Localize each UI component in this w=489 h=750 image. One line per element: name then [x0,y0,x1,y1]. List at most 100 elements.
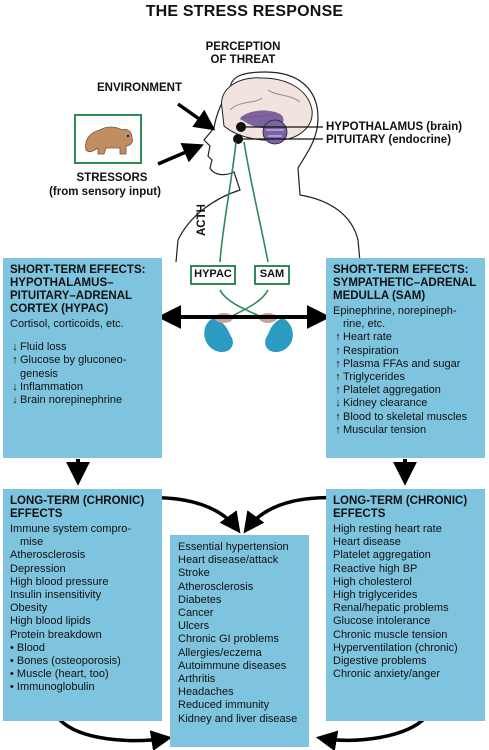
disease-item: Allergies/eczema [178,646,262,659]
page-title: THE STRESS RESPONSE [145,3,344,20]
short-term-sam-subtitle-2: rine, etc. [343,318,386,331]
short-term-hypac-list: ↓Fluid loss↑Glucose by gluconeo-genesis↓… [10,341,155,407]
long-term-right-box: LONG-TERM (CHRONIC) EFFECTS High resting… [326,489,485,721]
long-term-left-title: LONG-TERM (CHRONIC) EFFECTS [10,495,145,520]
effect-text: Triglycerides [343,371,405,384]
brain [221,77,313,145]
long-term-left-box: LONG-TERM (CHRONIC) EFFECTS Immune syste… [3,489,162,721]
nerve-pathways [219,141,269,319]
chronic-effect-item: Immune system compro- [10,523,132,535]
effect-item: ↑Blood to skeletal muscles [333,411,478,424]
chronic-effect-item: High blood lipids [10,615,91,628]
disease-item: Chronic GI problems [178,633,279,646]
environment-label: ENVIRONMENT [97,82,182,94]
short-term-sam-box: SHORT-TERM EFFECTS: SYMPATHETIC–ADRENAL … [326,258,485,458]
chronic-effect-item: High cholesterol [333,575,412,588]
short-term-hypac-subtitle: Cortisol, corticoids, etc. [10,318,124,330]
effect-item: ↑Muscular tension [333,424,478,437]
disease-item: Diabetes [178,593,222,606]
chronic-effect-item: Hyperventilation (chronic) [333,641,458,654]
chronic-effect-item: Obesity [10,602,48,615]
chronic-effect-item: Depression [10,562,66,575]
effect-item: ↑Platelet aggregation [333,384,478,397]
arrow-down-icon: ↓ [12,380,18,393]
stressors-sub-label: (from sensory input) [49,186,161,198]
chronic-effect-item: High blood pressure [10,575,109,588]
chronic-effect-item: Chronic anxiety/anger [333,668,441,681]
effect-text: Blood to skeletal muscles [343,410,468,423]
effect-text: Respiration [343,344,399,357]
chronic-effect-item: Chronic muscle tension [333,628,448,641]
chronic-effect-item: Digestive problems [333,655,427,668]
disease-item: Autoimmune diseases [178,659,287,672]
short-term-sam-subtitle-1: Epinephrine, norepineph- [333,305,457,317]
disease-item: Kidney and liver disease [178,712,298,725]
chronic-effect-item: Atherosclerosis [10,549,86,562]
chronic-effect-item: mise [20,536,44,549]
effect-item: ↓Inflammation [10,381,155,394]
effect-item: ↓Fluid loss [10,341,155,354]
arrow-up-icon: ↑ [335,384,341,397]
long-term-right-title: LONG-TERM (CHRONIC) EFFECTS [333,495,468,520]
chronic-effect-item: Platelet aggregation [333,549,431,562]
arrow-up-icon: ↑ [335,331,341,344]
disease-item: Cancer [178,607,214,620]
arrow-down-icon: ↓ [12,341,18,354]
effect-item: genesis [10,368,155,381]
chronic-effect-item: High triglycerides [333,589,418,602]
short-term-hypac-box: SHORT-TERM EFFECTS: HYPOTHALAMUS– PITUIT… [3,258,162,458]
effect-text: Inflammation [20,380,83,393]
arrow-up-icon: ↑ [335,357,341,370]
effect-item: ↑Glucose by gluconeo- [10,354,155,367]
disease-item: Headaches [178,686,234,699]
perception-label: PERCEPTION OF THREAT [205,41,281,66]
protein-breakdown-item: • Immunoglobulin [10,681,95,694]
arrow-up-icon: ↑ [12,354,18,367]
arrow-up-icon: ↑ [335,371,341,384]
chronic-effect-item: Renal/hepatic problems [333,602,449,615]
disease-item: Essential hypertension [178,541,289,553]
chronic-effect-item: High resting heart rate [333,523,442,535]
effect-text: Plasma FFAs and sugar [343,357,461,370]
chronic-effect-item: Heart disease [333,536,401,549]
effect-text: Kidney clearance [343,397,428,410]
effect-text: Platelet aggregation [343,384,441,397]
protein-breakdown-item: • Muscle (heart, too) [10,668,109,681]
long-term-left-sublist: • Blood• Bones (osteoporosis)• Muscle (h… [10,642,155,695]
effect-item: ↓Brain norepinephrine [10,394,155,407]
arrow-down-icon: ↓ [12,394,18,407]
stressors-arrow [157,142,204,166]
bear-icon [85,126,133,155]
chronic-effect-item: Glucose intolerance [333,615,431,628]
effect-item: ↑Respiration [333,345,478,358]
sam-tag: SAM [254,265,290,285]
stressors-label: STRESSORS [76,172,148,184]
effect-text: Brain norepinephrine [20,394,123,407]
disease-item: Reduced immunity [178,699,270,712]
effect-item: ↑Triglycerides [333,371,478,384]
arrow-up-icon: ↑ [335,410,341,423]
disease-item: Heart disease/attack [178,554,279,567]
short-term-sam-title: SHORT-TERM EFFECTS: SYMPATHETIC–ADRENAL … [333,264,477,302]
chronic-effect-item: Protein breakdown [10,628,102,641]
pituitary-label: PITUITARY (endocrine) [326,134,452,146]
protein-breakdown-item: • Bones (osteoporosis) [10,655,121,668]
effect-item: ↑Plasma FFAs and sugar [333,358,478,371]
human-figure [175,71,361,263]
environment-arrow [176,102,216,131]
chronic-effect-item: Reactive high BP [333,562,418,575]
arrow-up-icon: ↑ [335,423,341,436]
disease-item: Stroke [178,567,210,580]
curve-left-bottom [58,718,173,750]
effect-text: Heart rate [343,331,392,344]
arrow-down-icon: ↓ [335,397,341,410]
arrow-up-icon: ↑ [335,344,341,357]
disease-item: Atherosclerosis [178,580,254,593]
short-term-hypac-title: SHORT-TERM EFFECTS: HYPOTHALAMUS– PITUIT… [10,264,146,315]
bear-picture [74,114,142,164]
effect-text: Glucose by gluconeo- [20,354,127,367]
